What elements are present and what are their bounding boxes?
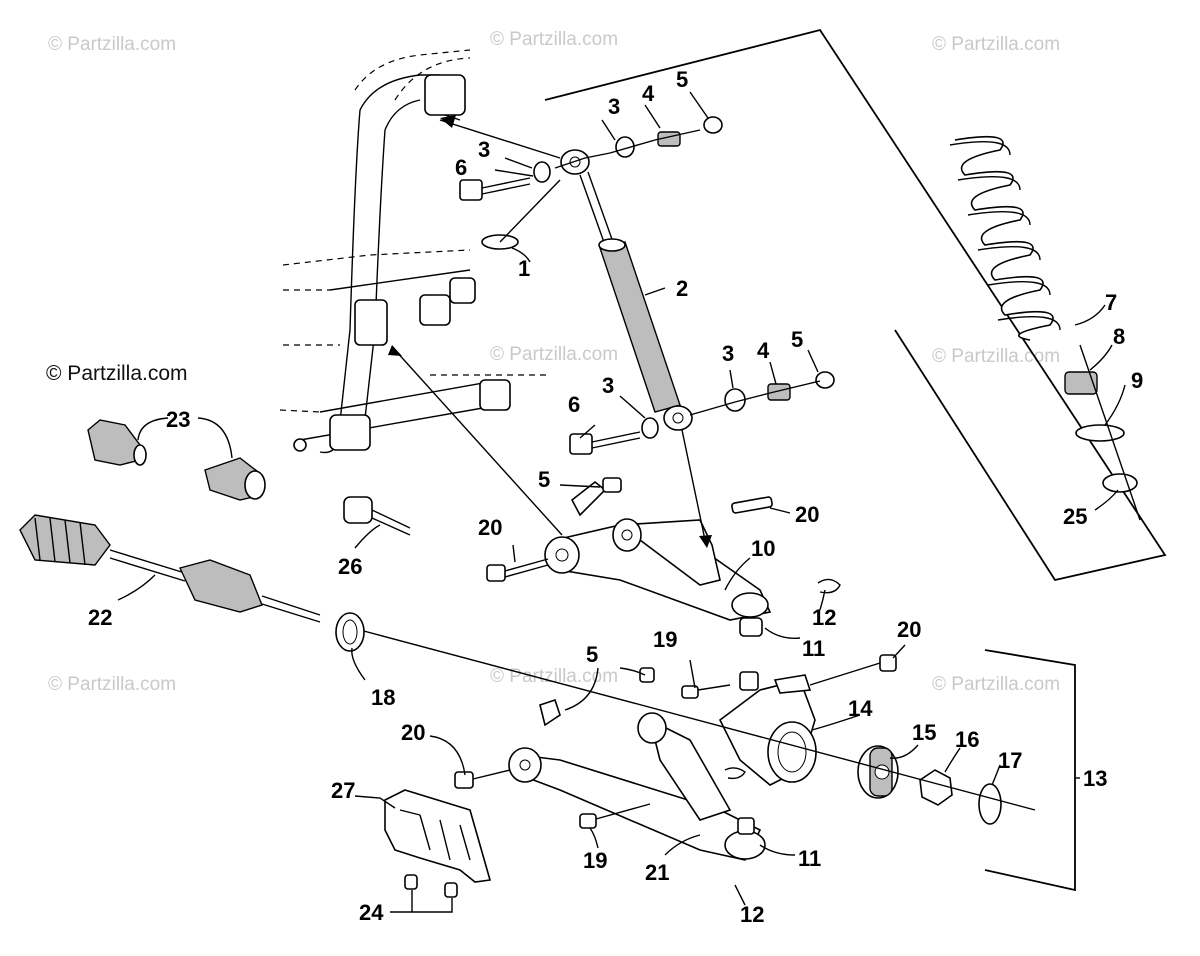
callout-16: 16 [955, 727, 979, 752]
callout-3: 3 [608, 94, 620, 119]
watermark: © Partzilla.com [932, 674, 1060, 695]
callout-11: 11 [802, 636, 825, 661]
lower-a-arm [454, 667, 766, 861]
watermark: © Partzilla.com [490, 344, 618, 365]
shock-absorber [560, 149, 693, 431]
callout-3: 3 [722, 341, 734, 366]
callout-6: 6 [568, 392, 580, 417]
watermark: © Partzilla.com [490, 666, 618, 687]
callout-20: 20 [401, 720, 425, 745]
watermark-layer: © Partzilla.com © Partzilla.com © Partzi… [46, 29, 1060, 695]
watermark: © Partzilla.com [48, 674, 176, 695]
callout-19: 19 [583, 848, 607, 873]
watermark-main: © Partzilla.com [46, 362, 188, 385]
callout-12: 12 [812, 605, 836, 630]
group-outline-shock [544, 28, 1167, 582]
watermark: © Partzilla.com [490, 29, 618, 50]
callout-12: 12 [740, 902, 764, 927]
callout-5: 5 [676, 67, 688, 92]
cv-axle [19, 514, 365, 652]
watermark: © Partzilla.com [932, 34, 1060, 55]
callout-10: 10 [751, 536, 775, 561]
leader-lines [117, 91, 1126, 913]
callout-5: 5 [586, 642, 598, 667]
callout-17: 17 [998, 748, 1022, 773]
callout-9: 9 [1131, 368, 1143, 393]
frame-sketch [279, 49, 550, 454]
callout-4: 4 [757, 338, 770, 363]
cv-boots [87, 417, 266, 501]
callout-26: 26 [338, 554, 362, 579]
callout-21: 21 [645, 860, 669, 885]
callout-6: 6 [455, 155, 467, 180]
callout-2: 2 [676, 276, 688, 301]
callout-labels: 1 2 3 3 3 3 4 4 5 5 5 5 6 6 7 8 9 10 11 … [88, 67, 1143, 927]
callout-11: 11 [798, 846, 821, 871]
hub-bearing-parts [359, 629, 1036, 825]
callout-22: 22 [88, 605, 112, 630]
upper-mount-hardware [439, 115, 723, 250]
callout-25: 25 [1063, 504, 1087, 529]
watermark: © Partzilla.com [48, 34, 176, 55]
coil-spring [949, 135, 1141, 521]
callout-14: 14 [848, 696, 873, 721]
callout-13: 13 [1083, 766, 1107, 791]
callout-24: 24 [359, 900, 384, 925]
callout-3: 3 [478, 137, 490, 162]
callout-4: 4 [642, 81, 655, 106]
skid-plate [384, 789, 492, 898]
lower-mount-hardware [569, 371, 835, 455]
callout-5: 5 [538, 467, 550, 492]
callout-20: 20 [897, 617, 921, 642]
callout-27: 27 [331, 778, 355, 803]
callout-15: 15 [912, 720, 936, 745]
callout-7: 7 [1105, 290, 1117, 315]
callout-20: 20 [478, 515, 502, 540]
watermark: © Partzilla.com [932, 346, 1060, 367]
callout-8: 8 [1113, 324, 1125, 349]
steering-knuckle [718, 654, 897, 786]
callout-18: 18 [371, 685, 395, 710]
callout-19: 19 [653, 627, 677, 652]
wheel-stud [343, 496, 411, 536]
upper-a-arm [388, 345, 841, 637]
callout-20: 20 [795, 502, 819, 527]
callout-1: 1 [518, 256, 530, 281]
callout-5: 5 [791, 327, 803, 352]
callout-23: 23 [166, 407, 190, 432]
callout-3: 3 [602, 373, 614, 398]
